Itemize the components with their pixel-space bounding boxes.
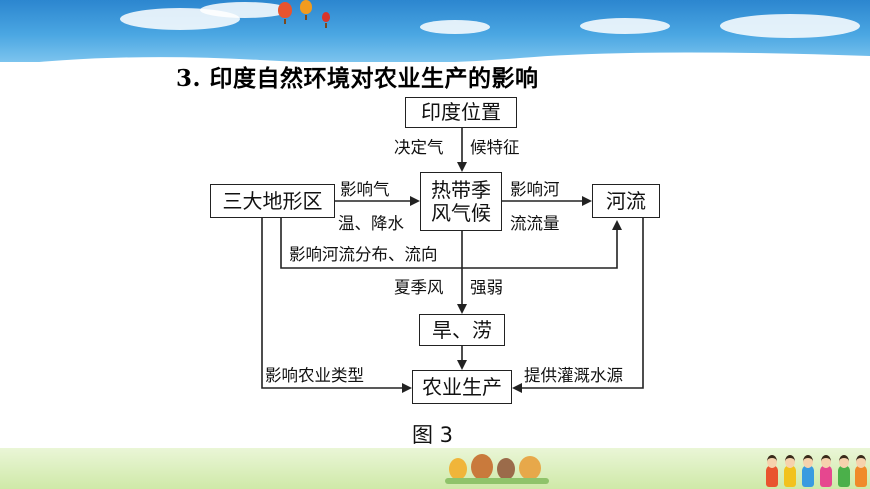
hot-air-balloon-icon xyxy=(278,2,292,24)
hot-air-balloon-icon xyxy=(300,0,312,20)
label-wind-left: 夏季风 xyxy=(394,278,444,297)
label-agri-type: 影响农业类型 xyxy=(265,366,364,385)
cloud xyxy=(580,18,670,34)
arrow-landforms-to-rivers xyxy=(280,218,622,269)
box-three-landforms-text: 三大地形区 xyxy=(222,188,323,213)
figure-caption: 图 3 xyxy=(412,423,454,447)
label-irrigation: 提供灌溉水源 xyxy=(524,366,623,385)
box-tropical-monsoon-climate: 热带季 风气候 xyxy=(420,172,502,231)
label-river-bottom: 流流量 xyxy=(510,214,560,233)
cartoon-animals-icon xyxy=(445,448,555,489)
label-climate-left: 决定气 xyxy=(394,138,444,157)
box-rivers: 河流 xyxy=(592,184,660,218)
grass-footer xyxy=(0,448,870,489)
arrow-rivers-to-agriculture xyxy=(512,218,644,393)
label-distribution: 影响河流分布、流向 xyxy=(289,245,438,264)
label-temp-bottom: 温、降水 xyxy=(338,214,404,233)
cloud xyxy=(200,2,290,18)
label-wind-right: 强弱 xyxy=(470,278,503,297)
hot-air-balloon-icon xyxy=(322,12,330,28)
cloud xyxy=(420,20,490,34)
box-india-location: 印度位置 xyxy=(405,97,517,128)
header-wave xyxy=(0,52,870,78)
label-temp-top: 影响气 xyxy=(340,180,390,199)
arrow-landforms-to-agriculture xyxy=(261,218,412,393)
cartoon-children-icon xyxy=(760,440,870,489)
box-drought-flood-text: 旱、涝 xyxy=(432,317,492,342)
label-climate-right: 候特征 xyxy=(470,138,520,157)
page-title: 3. 印度自然环境对农业生产的影响 xyxy=(176,65,539,92)
box-monsoon-line1: 热带季 xyxy=(431,177,491,202)
label-river-top: 影响河 xyxy=(510,180,560,199)
box-three-landforms: 三大地形区 xyxy=(210,184,335,218)
box-rivers-text: 河流 xyxy=(606,188,646,213)
sky-banner xyxy=(0,0,870,62)
cloud xyxy=(720,14,860,38)
box-agriculture-text: 农业生产 xyxy=(422,374,502,399)
box-drought-flood: 旱、涝 xyxy=(419,314,505,346)
box-monsoon-line2: 风气候 xyxy=(431,200,491,225)
box-agriculture: 农业生产 xyxy=(412,370,512,404)
box-india-location-text: 印度位置 xyxy=(421,100,501,124)
